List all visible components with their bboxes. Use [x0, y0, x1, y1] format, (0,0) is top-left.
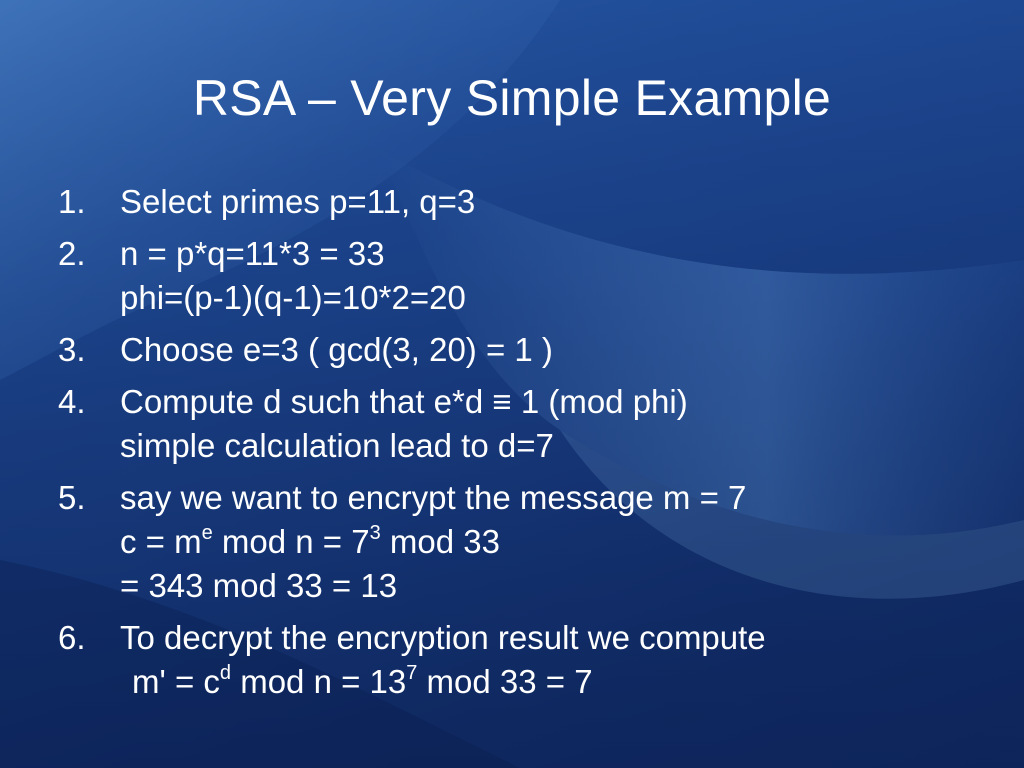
exponent: 7: [406, 662, 418, 684]
formula-text: mod n = 13: [231, 663, 407, 700]
formula-text: mod n = 7: [212, 523, 370, 560]
item-number: 1.: [58, 183, 86, 220]
list-item: 1. Select primes p=11, q=3: [58, 180, 978, 224]
item-number: 5.: [58, 479, 86, 516]
item-text: say we want to encrypt the message m = 7: [120, 479, 747, 516]
item-text: = 343 mod 33 = 13: [120, 567, 398, 604]
list-item: 6. To decrypt the encryption result we c…: [58, 616, 978, 704]
item-text: To decrypt the encryption result we comp…: [120, 619, 766, 656]
item-text: phi=(p-1)(q-1)=10*2=20: [120, 279, 466, 316]
list-item: 5. say we want to encrypt the message m …: [58, 476, 978, 608]
item-number: 4.: [58, 383, 86, 420]
steps-list: 1. Select primes p=11, q=3 2. n = p*q=11…: [58, 180, 978, 712]
exponent: 3: [369, 522, 381, 544]
formula-line: m' = cd mod n = 137 mod 33 = 7: [120, 660, 978, 704]
item-number: 2.: [58, 235, 86, 272]
item-text: n = p*q=11*3 = 33: [120, 235, 385, 272]
formula-text: mod 33 = 7: [417, 663, 593, 700]
formula-text: c = m: [120, 523, 202, 560]
list-item: 2. n = p*q=11*3 = 33 phi=(p-1)(q-1)=10*2…: [58, 232, 978, 320]
item-text: Compute d such that e*d ≡ 1 (mod phi): [120, 383, 688, 420]
formula-text: m' = c: [132, 663, 220, 700]
formula-line: c = me mod n = 73 mod 33: [120, 520, 978, 564]
item-number: 6.: [58, 619, 86, 656]
exponent: d: [219, 662, 232, 684]
item-text: simple calculation lead to d=7: [120, 427, 554, 464]
item-text: Select primes p=11, q=3: [120, 183, 476, 220]
list-item: 4. Compute d such that e*d ≡ 1 (mod phi)…: [58, 380, 978, 468]
exponent: e: [201, 522, 213, 544]
formula-text: mod 33: [380, 523, 500, 560]
item-number: 3.: [58, 331, 86, 368]
item-text: Choose e=3 ( gcd(3, 20) = 1 ): [120, 331, 553, 368]
slide-title: RSA – Very Simple Example: [192, 70, 832, 126]
list-item: 3. Choose e=3 ( gcd(3, 20) = 1 ): [58, 328, 978, 372]
